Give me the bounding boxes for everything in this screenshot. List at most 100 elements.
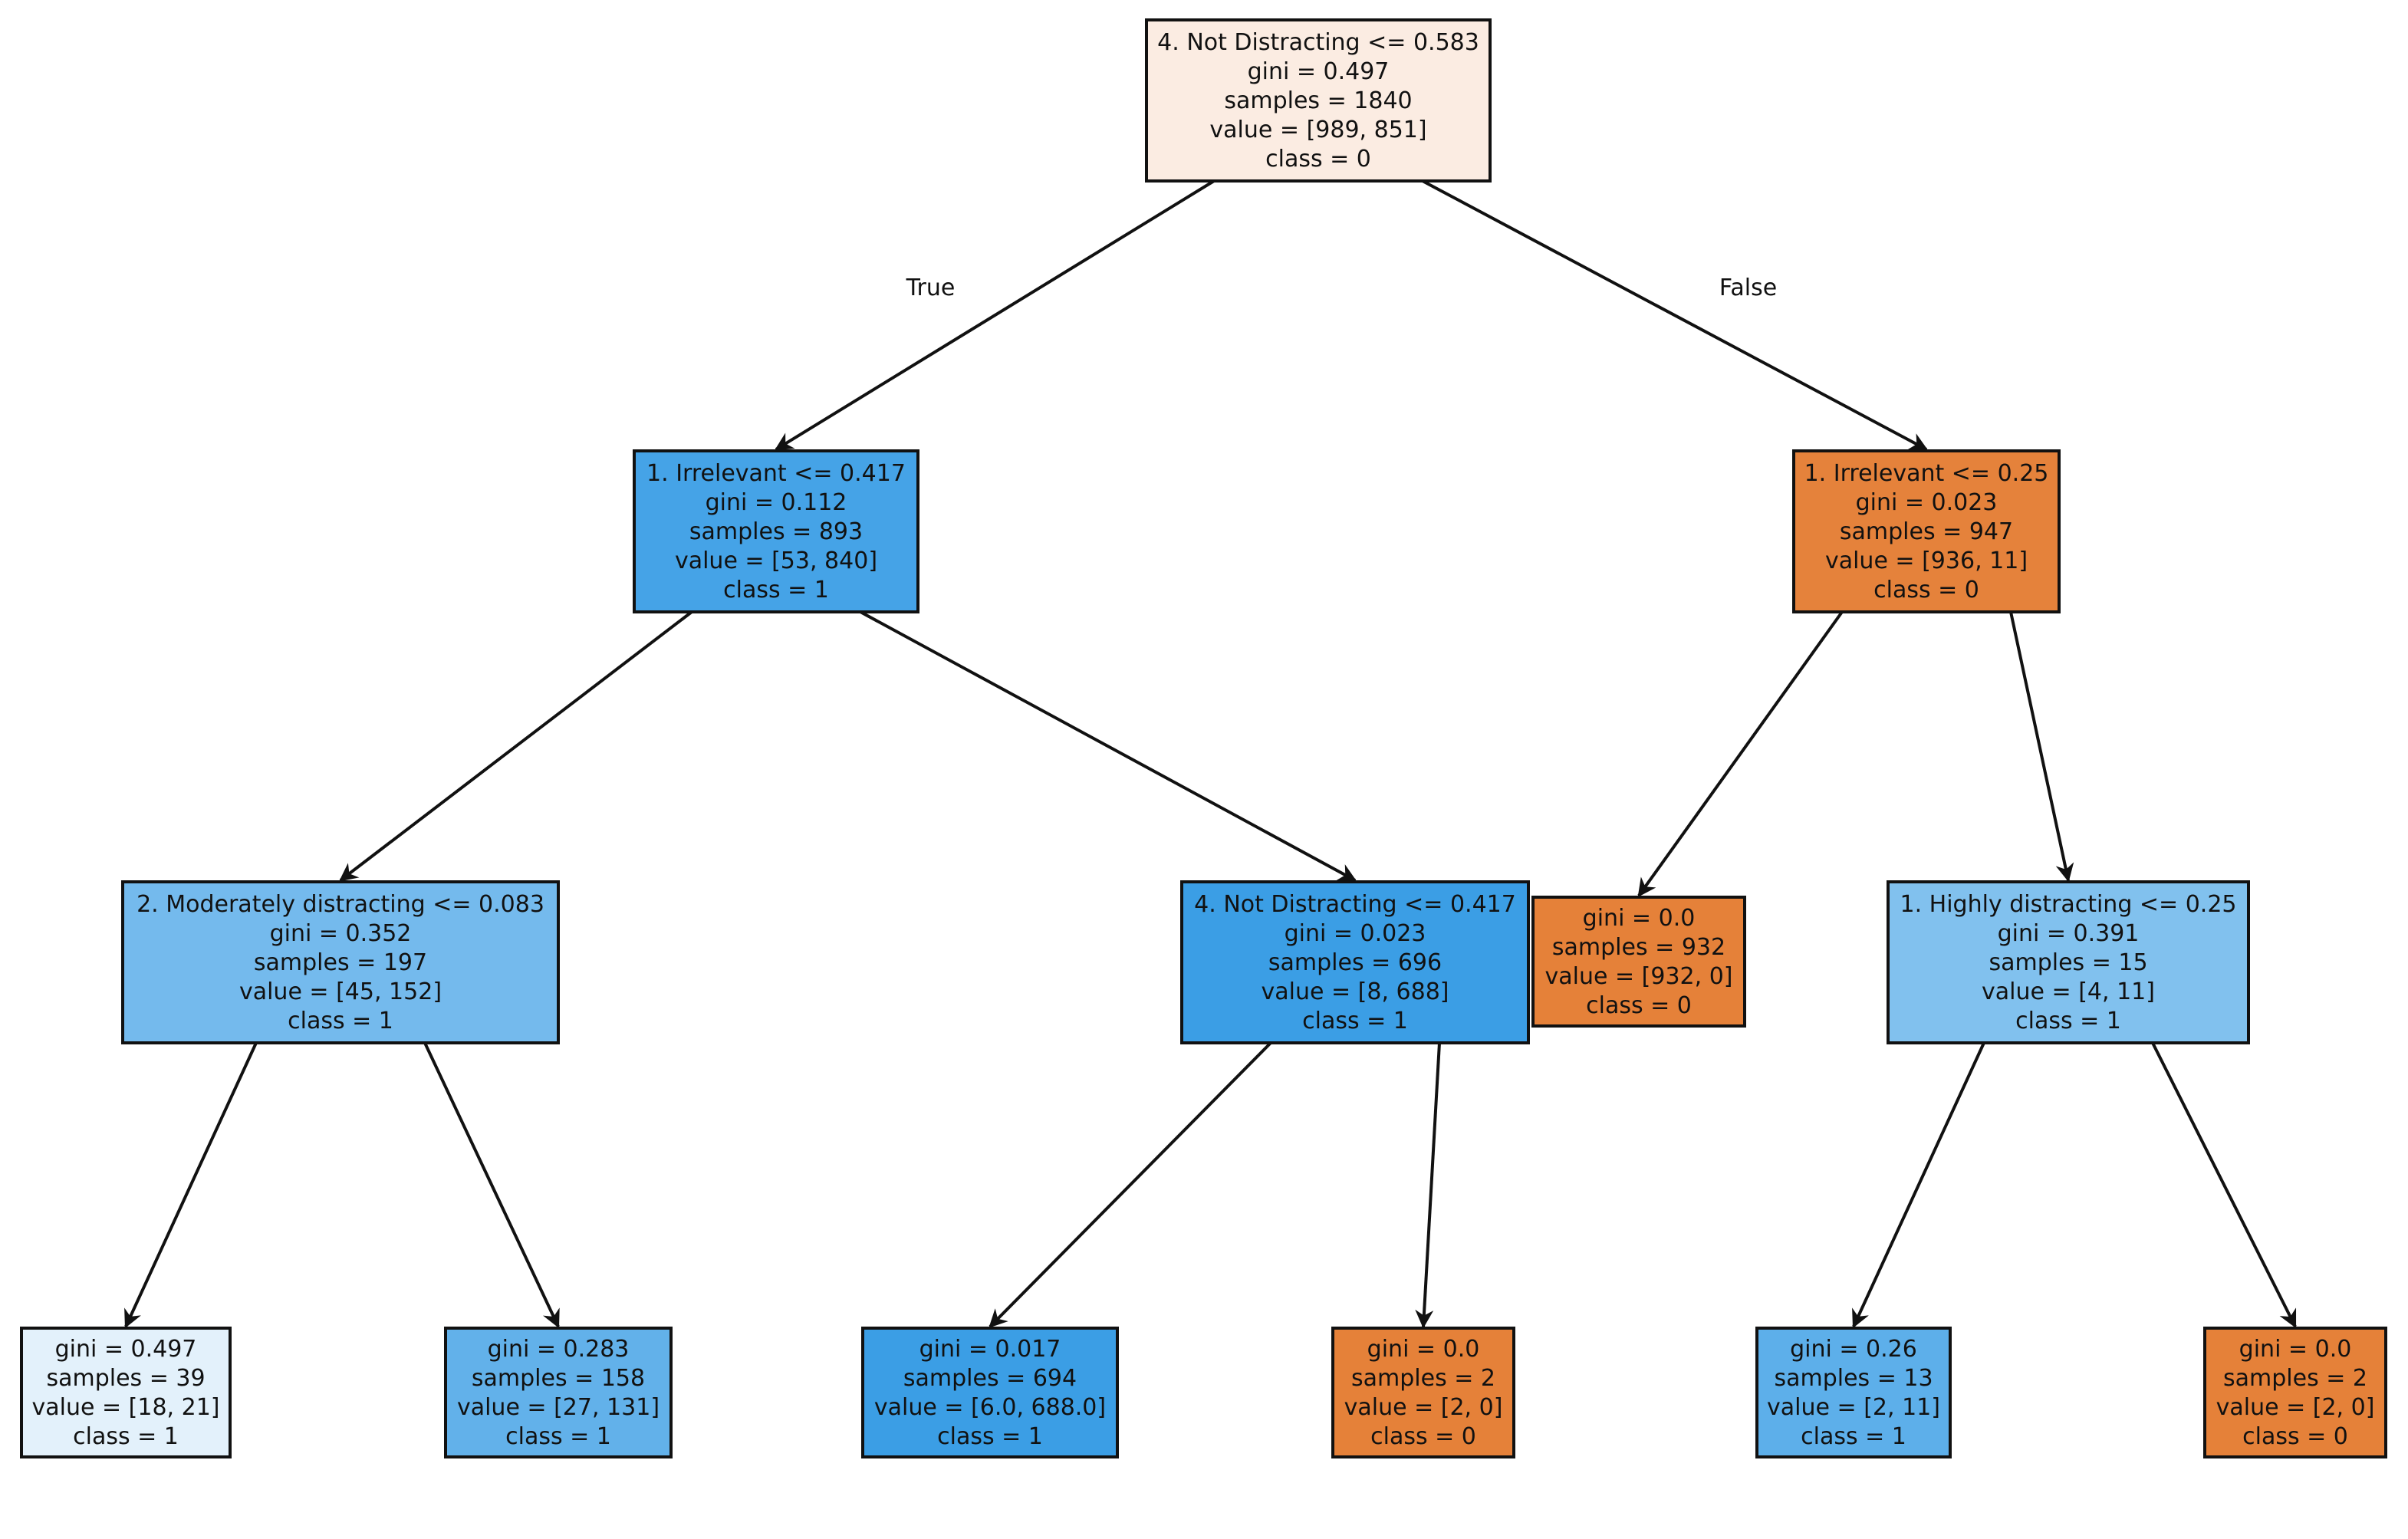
node-text-line: class = 1 [2015, 1008, 2121, 1034]
node-box [1145, 18, 1492, 183]
node-text-line: value = [6.0, 688.0] [874, 1394, 1106, 1421]
branch-label-false: False [1719, 275, 1777, 301]
node-text-line: gini = 0.017 [919, 1336, 1061, 1363]
node-text-line: samples = 13 [1774, 1365, 1933, 1392]
node-text-line: samples = 947 [1840, 518, 2013, 545]
node-text-line: gini = 0.112 [706, 489, 847, 516]
edge-n4-n9 [989, 1041, 1272, 1328]
edge-n0-n1 [774, 179, 1216, 451]
edge-n2-n6 [2009, 611, 2074, 883]
node-text-line: gini = 0.352 [270, 920, 412, 947]
node-text-line: value = [989, 851] [1209, 117, 1426, 143]
node-box [2203, 1327, 2387, 1458]
node-text-line: samples = 15 [1989, 949, 2147, 976]
node-text-line: samples = 39 [46, 1365, 205, 1392]
node-text-line: samples = 197 [254, 949, 427, 976]
node-text-line: gini = 0.497 [1248, 58, 1390, 85]
node-text-line: gini = 0.0 [1583, 905, 1696, 932]
node-text-line: 1. Irrelevant <= 0.25 [1804, 460, 2049, 487]
node-box [633, 449, 919, 613]
edge-n3-n8 [423, 1042, 560, 1329]
node-text-line: 1. Highly distracting <= 0.25 [1900, 891, 2236, 918]
node-box [861, 1327, 1119, 1458]
node-text-line: value = [18, 21] [32, 1394, 220, 1421]
node-text-line: value = [45, 152] [239, 978, 442, 1005]
node-text-line: gini = 0.391 [1998, 920, 2140, 947]
node-text-line: class = 1 [73, 1423, 179, 1450]
node-text-line: class = 0 [1586, 992, 1692, 1019]
node-text-line: 4. Not Distracting <= 0.417 [1194, 891, 1516, 918]
node-text-line: class = 1 [288, 1008, 393, 1034]
node-text-line: class = 0 [1370, 1423, 1476, 1450]
edge-n1-n3 [339, 610, 693, 882]
node-text-line: gini = 0.497 [55, 1336, 197, 1363]
node-text-line: class = 1 [1801, 1423, 1906, 1450]
node-box [1331, 1327, 1515, 1458]
node-text-line: samples = 158 [472, 1365, 645, 1392]
node-text-line: samples = 1840 [1224, 87, 1412, 114]
node-text-line: gini = 0.0 [1367, 1336, 1480, 1363]
node-text-line: value = [2, 11] [1767, 1394, 1940, 1421]
node-box [121, 880, 560, 1044]
branch-label-layer: True False [906, 275, 1778, 301]
node-text-line: samples = 696 [1268, 949, 1442, 976]
node-text-line: value = [932, 0] [1545, 963, 1733, 990]
branch-label-true: True [906, 275, 956, 301]
node-text-line: gini = 0.023 [1285, 920, 1426, 947]
edge-n4-n10 [1415, 1042, 1441, 1329]
node-text-line: samples = 2 [1351, 1365, 1495, 1392]
edge-n0-n2 [1422, 179, 1929, 451]
node-text-line: gini = 0.283 [488, 1336, 630, 1363]
node-text-line: gini = 0.0 [2239, 1336, 2352, 1363]
node-text-line: samples = 932 [1552, 934, 1725, 961]
node-text-line: class = 1 [1302, 1008, 1408, 1034]
node-text-line: value = [4, 11] [1982, 978, 2155, 1005]
node-text-line: value = [8, 688] [1262, 978, 1449, 1005]
node-text-line: value = [27, 131] [457, 1394, 660, 1421]
node-text-line: 2. Moderately distracting <= 0.083 [137, 891, 544, 918]
node-text-line: value = [936, 11] [1825, 548, 2028, 574]
node-text-line: class = 1 [505, 1423, 611, 1450]
edge-layer [124, 179, 2297, 1329]
node-text-line: value = [2, 0] [1344, 1394, 1503, 1421]
node-text-line: class = 1 [723, 577, 829, 603]
edge-n3-n7 [124, 1042, 258, 1329]
node-text-line: gini = 0.023 [1856, 489, 1998, 516]
node-text-line: class = 0 [1265, 146, 1371, 173]
node-text-line: samples = 893 [689, 518, 863, 545]
node-text-line: value = [53, 840] [675, 548, 877, 574]
node-box [444, 1327, 673, 1458]
node-text-line: value = [2, 0] [2216, 1394, 2375, 1421]
node-box [20, 1327, 232, 1458]
node-text-line: class = 1 [937, 1423, 1043, 1450]
node-box [1887, 880, 2250, 1044]
node-text-line: 4. Not Distracting <= 0.583 [1157, 29, 1479, 56]
node-text-line: 1. Irrelevant <= 0.417 [646, 460, 906, 487]
node-box [1531, 896, 1746, 1028]
node-text-line: class = 0 [2242, 1423, 2348, 1450]
node-box [1755, 1327, 1952, 1458]
edge-n6-n11 [1852, 1042, 1985, 1329]
node-text-line: samples = 2 [2223, 1365, 2367, 1392]
edge-n2-n5 [1637, 610, 1844, 897]
node-text-line: samples = 694 [903, 1365, 1077, 1392]
edge-n1-n4 [860, 610, 1357, 882]
node-box [1792, 449, 2061, 613]
node-text-line: gini = 0.26 [1790, 1336, 1917, 1363]
node-box [1180, 880, 1530, 1044]
